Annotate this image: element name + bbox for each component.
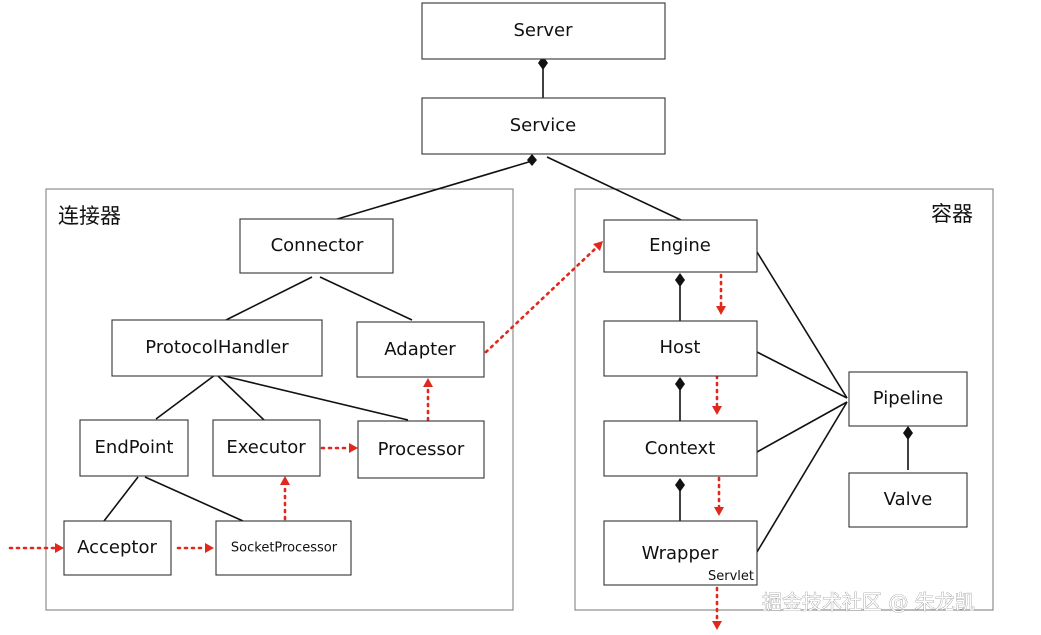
connector-box: Connector <box>239 218 394 274</box>
wrapper-box: Wrapper <box>603 520 758 586</box>
host-pipeline-link <box>756 351 848 399</box>
connector-adapter-link <box>319 276 413 321</box>
server-box: Server <box>421 2 666 60</box>
service-engine-link <box>546 156 682 221</box>
processor-box: Processor <box>357 420 485 479</box>
service-diamond <box>527 154 537 166</box>
endpoint-box: EndPoint <box>79 419 189 477</box>
endpoint-label: EndPoint <box>95 437 174 458</box>
server-label: Server <box>513 20 573 41</box>
acceptor-box: Acceptor <box>63 520 172 576</box>
endpoint-socketprocessor-link <box>144 476 244 522</box>
acceptor-label: Acceptor <box>77 537 157 558</box>
connector-protocolhandler-link <box>225 276 313 321</box>
context-box: Context <box>603 420 758 477</box>
protocolhandler-box: ProtocolHandler <box>111 319 323 377</box>
protocolhandler-label: ProtocolHandler <box>145 337 289 358</box>
request-flow-arrows <box>8 241 726 630</box>
host-box: Host <box>603 320 758 377</box>
container-group-frame <box>574 188 994 611</box>
servlet-annotation: Servlet <box>708 569 754 584</box>
host-label: Host <box>660 337 701 358</box>
context-wrapper-diamond <box>675 478 685 492</box>
pipeline-valve-diamond <box>903 426 913 440</box>
pipeline-box: Pipeline <box>848 371 968 427</box>
adapter-box: Adapter <box>356 321 485 378</box>
valve-label: Valve <box>884 489 933 510</box>
service-box: Service <box>421 97 666 155</box>
watermark: 掘金技术社区 @ 朱龙凯 <box>762 590 975 614</box>
engine-pipeline-link <box>756 251 848 399</box>
adapter-engine-arrow <box>484 246 598 354</box>
service-label: Service <box>510 115 577 136</box>
wrapper-pipeline-link <box>756 401 848 553</box>
connector-group-frame <box>45 188 514 611</box>
socketprocessor-box: SocketProcessor <box>215 520 352 576</box>
context-label: Context <box>645 438 716 459</box>
container-group-label: 容器 <box>931 202 973 226</box>
wrapper-label: Wrapper <box>642 543 719 564</box>
executor-label: Executor <box>226 437 306 458</box>
executor-box: Executor <box>212 419 321 477</box>
socketprocessor-label: SocketProcessor <box>231 541 338 556</box>
host-context-diamond <box>675 377 685 391</box>
service-connector-link <box>333 160 533 221</box>
endpoint-acceptor-link <box>103 476 139 522</box>
engine-host-diamond <box>675 273 685 287</box>
protocolhandler-processor-link <box>219 374 409 421</box>
pipeline-label: Pipeline <box>873 388 943 409</box>
engine-box: Engine <box>603 219 758 273</box>
protocolhandler-executor-link <box>216 374 265 421</box>
valve-box: Valve <box>848 472 968 528</box>
protocolhandler-endpoint-link <box>155 374 216 420</box>
engine-label: Engine <box>649 235 711 256</box>
adapter-label: Adapter <box>384 339 456 360</box>
association-lines <box>103 64 909 553</box>
connector-group-label: 连接器 <box>58 204 121 228</box>
processor-label: Processor <box>378 439 465 460</box>
context-pipeline-link <box>756 401 848 453</box>
connector-label: Connector <box>271 235 364 256</box>
